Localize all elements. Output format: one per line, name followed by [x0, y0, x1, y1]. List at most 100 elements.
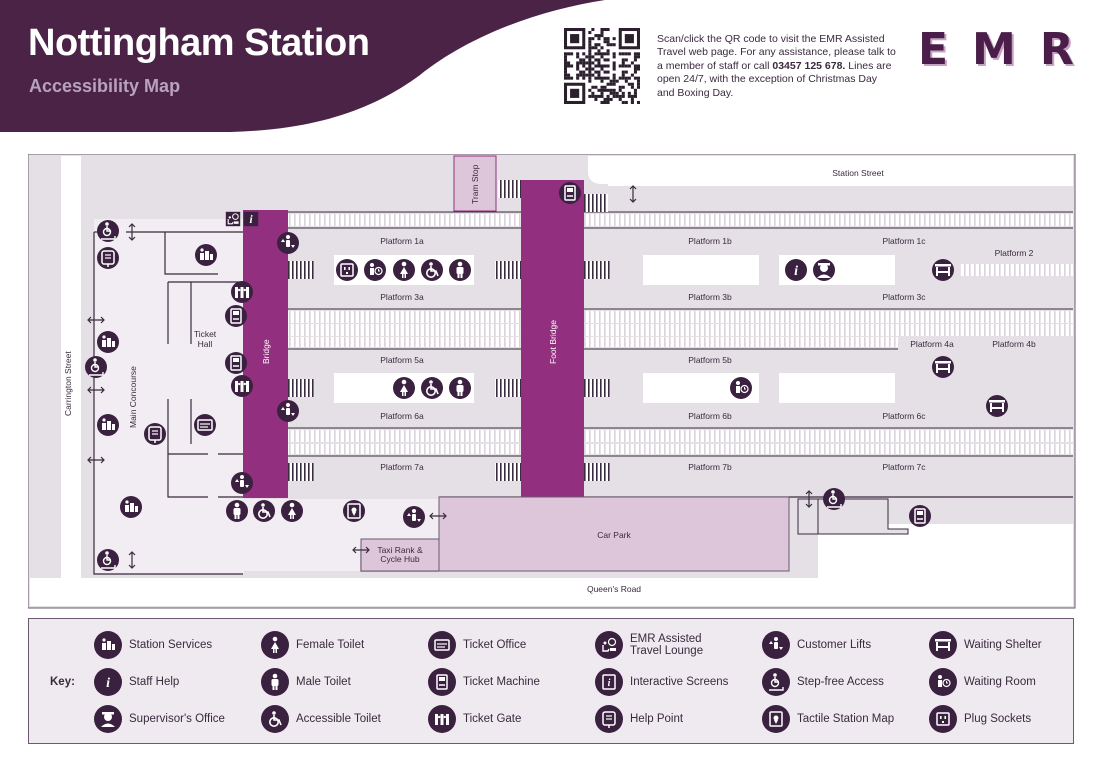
ticket-machine-icon[interactable] [559, 182, 581, 204]
ticket-machine-icon[interactable] [909, 505, 931, 527]
legend-item: Step-free Access [762, 667, 902, 697]
ticket-office-icon[interactable] [194, 414, 216, 436]
customer-lifts-icon[interactable] [231, 472, 253, 494]
plug-sockets-icon[interactable] [336, 259, 358, 281]
female-toilet-icon[interactable] [393, 377, 415, 399]
waiting-shelter-icon [929, 631, 957, 659]
platform-label: Platform 7c [883, 462, 927, 472]
platform-label: Platform 6c [883, 411, 927, 421]
station-services-icon[interactable] [97, 331, 119, 353]
station-services-icon[interactable] [120, 496, 142, 518]
accessible-toilet-icon[interactable] [421, 377, 443, 399]
platform-label: Platform 4a [910, 339, 954, 349]
ticket-gate-icon[interactable] [231, 375, 253, 397]
queens-road-label: Queen's Road [587, 584, 641, 594]
assistance-phone-number[interactable]: 03457 125 678. [772, 59, 846, 72]
ticket-machine-icon[interactable] [225, 305, 247, 327]
accessible-toilet-icon[interactable] [421, 259, 443, 281]
legend-item-label: Step-free Access [797, 675, 884, 688]
waiting-room-icon[interactable] [364, 259, 386, 281]
taxi-rank-label: Taxi Rank &Cycle Hub [377, 545, 423, 564]
waiting-area-5c [779, 373, 895, 403]
legend-item-label: Plug Sockets [964, 712, 1032, 725]
staff-help-icon[interactable]: i [785, 259, 807, 281]
platform-label: Platform 1a [380, 236, 424, 246]
station-services-icon[interactable] [195, 244, 217, 266]
legend-item-label: Accessible Toilet [296, 712, 381, 725]
station-services-icon[interactable] [97, 414, 119, 436]
customer-lifts-icon[interactable] [403, 506, 425, 528]
step-free-access-icon[interactable] [97, 549, 119, 571]
platform-label: Platform 3b [688, 292, 732, 302]
plug-sockets-icon [929, 705, 957, 733]
legend-item: Plug Sockets [929, 704, 1069, 734]
bridge [243, 210, 288, 498]
platform-label: Platform 1c [883, 236, 927, 246]
stairs [495, 463, 521, 481]
waiting-shelter-icon[interactable] [932, 356, 954, 378]
female-toilet-icon [261, 631, 289, 659]
help-point-icon[interactable] [97, 247, 119, 269]
platform-label: Platform 2 [995, 248, 1034, 258]
track-platform-2 [960, 264, 1073, 276]
emr-assisted-travel-lounge-icon[interactable] [225, 211, 241, 227]
waiting-room-icon[interactable] [730, 377, 752, 399]
male-toilet-icon[interactable] [449, 259, 471, 281]
accessible-toilet-icon [261, 705, 289, 733]
female-toilet-icon[interactable] [393, 259, 415, 281]
step-free-access-icon[interactable] [823, 488, 845, 510]
qr-code[interactable] [564, 28, 640, 104]
legend-item: Accessible Toilet [261, 704, 401, 734]
supervisors-office-icon[interactable] [813, 259, 835, 281]
female-toilet-icon[interactable] [281, 500, 303, 522]
platform-labels: Platform 1a Platform 1b Platform 1c Plat… [380, 236, 1036, 472]
stairs [584, 261, 610, 279]
taxi-rank-cycle-hub [360, 538, 440, 572]
platform-label: Platform 4b [992, 339, 1036, 349]
step-free-access-icon[interactable] [85, 356, 107, 378]
staff-help-icon[interactable]: i [243, 211, 259, 227]
tram-stop-area [453, 155, 497, 212]
track-platform-1 [288, 214, 1073, 226]
waiting-room-icon [929, 668, 957, 696]
customer-lifts-icon[interactable] [277, 232, 299, 254]
step-free-access-icon[interactable] [97, 220, 119, 242]
stairs [495, 261, 521, 279]
carrington-street-road [61, 156, 81, 606]
legend-item: EMR Assisted Travel Lounge [595, 630, 735, 660]
customer-lifts-icon[interactable] [277, 400, 299, 422]
ticket-gate-icon[interactable] [231, 281, 253, 303]
station-services-icon [94, 631, 122, 659]
legend-item: Male Toilet [261, 667, 401, 697]
ticket-machine-icon[interactable] [225, 352, 247, 374]
queens-road-road [30, 578, 1073, 606]
platform-label: Platform 3a [380, 292, 424, 302]
ticket-office-icon [428, 631, 456, 659]
help-point-icon [595, 705, 623, 733]
waiting-shelter-icon[interactable] [932, 259, 954, 281]
legend-item: Ticket Machine [428, 667, 568, 697]
legend-item: Ticket Office [428, 630, 568, 660]
stairs [498, 180, 522, 198]
car-park-label: Car Park [597, 530, 631, 540]
tactile-station-map-icon[interactable] [343, 500, 365, 522]
accessible-toilet-icon[interactable] [253, 500, 275, 522]
legend-item-label: Male Toilet [296, 675, 351, 688]
waiting-shelter-icon[interactable] [986, 395, 1008, 417]
stairs [288, 261, 314, 279]
legend-item: Station Services [94, 630, 234, 660]
platform-label: Platform 7a [380, 462, 424, 472]
help-point-icon[interactable] [144, 423, 166, 445]
legend-item-label: Female Toilet [296, 638, 365, 651]
svg-text:i: i [794, 264, 798, 279]
legend-item-label: Tactile Station Map [797, 712, 895, 725]
ticket-machine-icon [428, 668, 456, 696]
male-toilet-icon[interactable] [226, 500, 248, 522]
access-arrows [87, 185, 813, 569]
legend-item-label: Help Point [630, 712, 684, 725]
legend-item-label: Ticket Gate [463, 712, 522, 725]
male-toilet-icon[interactable] [449, 377, 471, 399]
assistance-info: Scan/click the QR code to visit the EMR … [657, 33, 897, 100]
stairs [584, 379, 610, 397]
svg-text:i: i [249, 214, 253, 226]
